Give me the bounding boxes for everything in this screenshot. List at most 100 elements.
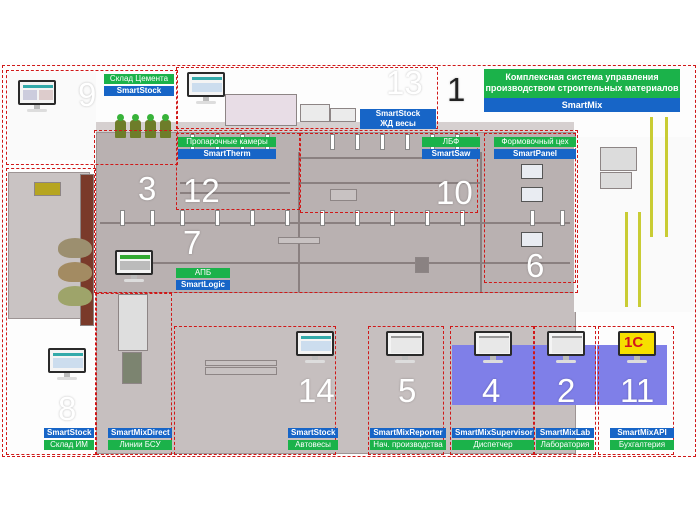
zone-6-border [484, 133, 576, 283]
plant-outline [2, 65, 696, 457]
zone-8-border [6, 168, 96, 455]
loader [34, 182, 61, 196]
plant-area [0, 62, 700, 457]
rail-line [180, 192, 290, 194]
zone-13-border [176, 67, 438, 129]
1c-logo-text: 1С [624, 334, 644, 351]
zone-10-product: SmartSaw [422, 149, 480, 159]
zone-6-caption: Формовочный цех [494, 137, 576, 147]
zone-number-2: 2 [557, 372, 576, 409]
zone-9-caption: Склад Цемента [104, 74, 174, 84]
zone-5-caption: Нач. производства [370, 440, 446, 450]
cement-silo [130, 114, 141, 138]
gantry-crane [625, 212, 641, 307]
zone-11-border [598, 326, 674, 455]
zone-main-border [94, 130, 578, 293]
column-post [150, 210, 155, 226]
system-title-box: Комплексная система управления производс… [484, 69, 680, 98]
column-post [425, 210, 430, 226]
rail-line [300, 182, 480, 184]
monitor-icon [115, 250, 153, 282]
column-post [320, 210, 325, 226]
zone-9-product: SmartStock [104, 86, 174, 96]
column-post [355, 210, 360, 226]
control-panel-icon [521, 164, 543, 179]
top-strip-floor [96, 122, 574, 132]
zone-7-caption: АПБ [176, 268, 230, 278]
mixer-tower [118, 294, 148, 351]
zone-number-1: 1 [447, 71, 466, 108]
conveyor [278, 237, 320, 244]
zone-8-caption: Склад ИМ [44, 440, 94, 450]
aggregate-pile [58, 262, 92, 282]
zone-number-8: 8 [58, 390, 77, 427]
monitor-icon [474, 331, 512, 363]
zone-2-caption: Лаборатория [536, 440, 594, 450]
zone-number-11: 11 [620, 372, 655, 409]
1c-logo-icon: 1С [618, 331, 656, 363]
zone-number-4: 4 [482, 372, 501, 409]
zone-number-6: 6 [526, 247, 545, 284]
forming-unit [415, 257, 429, 273]
column-post [380, 134, 385, 150]
column-post [285, 210, 290, 226]
zone-13-caption: ЖД весы [360, 119, 436, 129]
column-post [530, 210, 535, 226]
zone-number-7: 7 [183, 224, 202, 261]
saw-unit [330, 189, 357, 201]
zone-14-product: SmartStock [288, 428, 338, 438]
zone-11-caption: Бухгалтерия [610, 440, 674, 450]
column-post [560, 210, 565, 226]
column-post [330, 134, 335, 150]
zone-14-border [174, 326, 336, 455]
column-post [460, 210, 465, 226]
zone-2-border [534, 326, 596, 455]
cement-silo [115, 114, 126, 138]
zone-9-border [6, 70, 178, 165]
column-post [390, 210, 395, 226]
zone-number-10: 10 [436, 174, 473, 211]
column-post [120, 210, 125, 226]
rail-line [300, 157, 480, 159]
aggregate-pile [58, 238, 92, 258]
aggregate-pile [58, 286, 92, 306]
zone-4-border [450, 326, 534, 455]
rail-scale-building [225, 94, 297, 126]
bsu-product: SmartMixDirect [108, 428, 172, 438]
zone-number-13: 13 [386, 64, 423, 101]
column-post [405, 134, 410, 150]
zone-number-12: 12 [183, 172, 220, 209]
zone-number-9: 9 [78, 76, 97, 113]
rail-line [150, 262, 570, 264]
cement-silo [160, 114, 171, 138]
zone-7-product: SmartLogic [176, 280, 230, 290]
truck-scale [205, 360, 277, 366]
zone-12-product: SmartTherm [178, 149, 276, 159]
column-post [355, 134, 360, 150]
monitor-icon [48, 348, 86, 380]
rail-line [100, 222, 570, 224]
monitor-icon [18, 80, 56, 112]
column-post [215, 210, 220, 226]
zone-11-product: SmartMixAPI [610, 428, 674, 438]
zone-4-caption: Диспетчер [452, 440, 534, 450]
monitor-icon [187, 72, 225, 104]
monitor-icon [296, 331, 334, 363]
zone-6-product: SmartPanel [494, 149, 576, 159]
bsu-caption: Линии БСУ [108, 440, 172, 450]
zone-10-caption: ЛБФ [422, 137, 480, 147]
system-title-line2: производством строительных материалов [485, 83, 679, 93]
zone-8-product: SmartStock [44, 428, 94, 438]
system-title-line1: Комплексная система управления [505, 72, 659, 82]
zone-5-border [368, 326, 444, 455]
panel-stack [600, 147, 637, 171]
system-product-label: SmartMix [484, 98, 680, 112]
rail-car [330, 108, 356, 122]
column-post [250, 210, 255, 226]
zone-12-caption: Пропарочные камеры [178, 137, 276, 147]
column-post [180, 210, 185, 226]
panel-stack [600, 172, 632, 189]
zone-12-border [176, 133, 300, 210]
zone-5-product: SmartMixReporter [370, 428, 446, 438]
zone-number-3: 3 [138, 170, 157, 207]
